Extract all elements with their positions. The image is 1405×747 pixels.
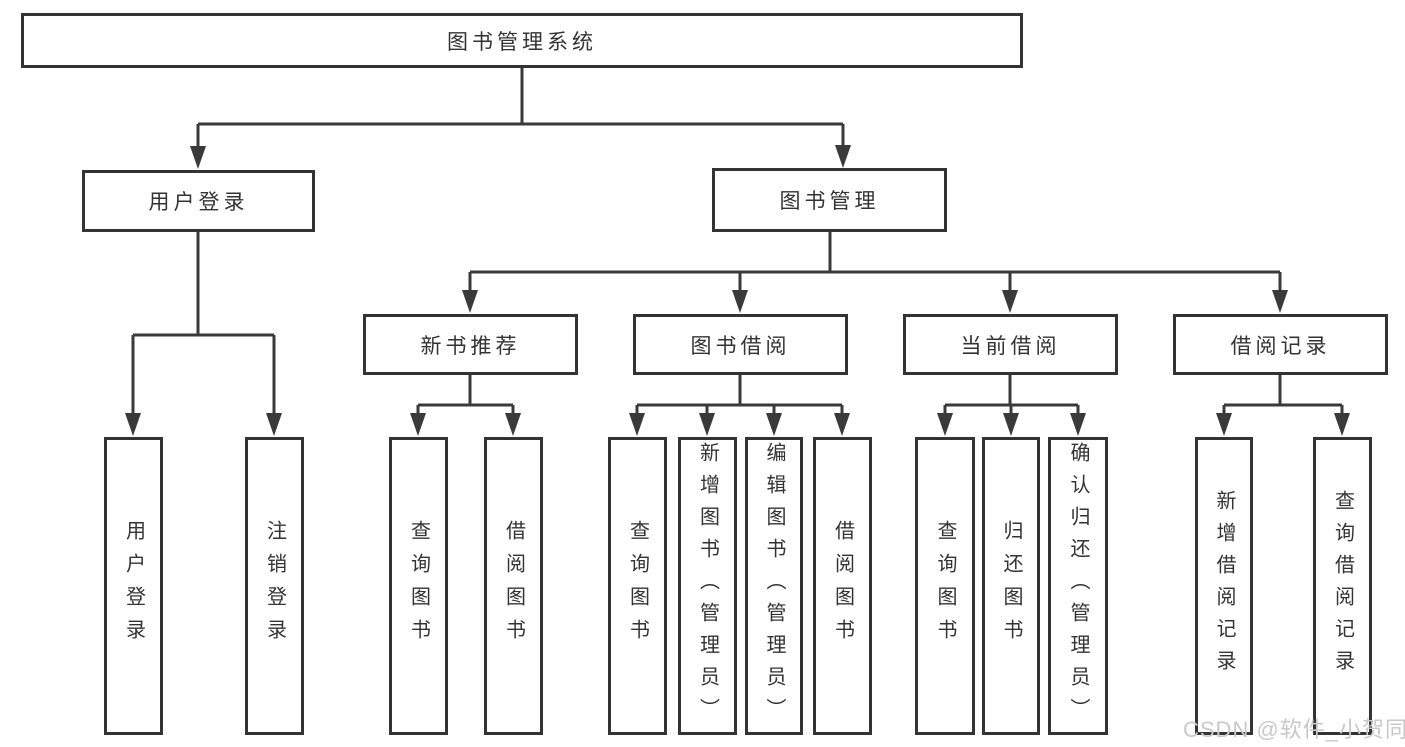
leaf-borrow-books: 借阅图书	[484, 437, 543, 735]
leaf-logout: 注销登录	[245, 437, 304, 735]
node-label: 编辑图书（管理员）	[763, 442, 785, 730]
node-label: 归还图书	[1000, 520, 1022, 652]
leaf-query-borrow-record: 查询借阅记录	[1313, 437, 1372, 735]
node-label: 查询图书	[934, 520, 956, 652]
node-label: 查询图书	[407, 520, 430, 652]
leaf-query-books: 查询图书	[389, 437, 448, 735]
node-label: 当前借阅	[960, 334, 1061, 358]
node-book-borrow: 图书借阅	[633, 314, 848, 375]
node-current-borrow: 当前借阅	[903, 314, 1118, 375]
node-label: 新增图书（管理员）	[696, 442, 719, 730]
node-label: 用户登录	[122, 520, 145, 652]
node-label: 确认归还（管理员）	[1067, 442, 1089, 730]
node-label: 图书借阅	[690, 334, 791, 358]
node-label: 图书管理	[779, 190, 880, 213]
node-new-book-recommend: 新书推荐	[363, 314, 578, 375]
leaf-return-books: 归还图书	[982, 437, 1040, 735]
node-library-system: 图书管理系统	[21, 13, 1023, 68]
csdn-watermark: CSDN @软件_小贺同学	[1183, 717, 1405, 742]
node-label: 图书管理系统	[447, 30, 597, 54]
node-label: 借阅图书	[831, 520, 854, 652]
node-label: 借阅图书	[502, 520, 525, 652]
node-label: 注销登录	[263, 520, 286, 652]
leaf-add-books-admin: 新增图书（管理员）	[678, 437, 737, 735]
node-user-login: 用户登录	[82, 170, 315, 232]
leaf-add-borrow-record: 新增借阅记录	[1195, 437, 1253, 735]
leaf-confirm-return-admin: 确认归还（管理员）	[1048, 437, 1108, 735]
leaf-user-login: 用户登录	[104, 437, 163, 735]
node-label: 查询图书	[626, 520, 649, 652]
node-borrow-records: 借阅记录	[1173, 314, 1388, 375]
node-label: 查询借阅记录	[1331, 490, 1354, 682]
node-label: 用户登录	[148, 191, 249, 214]
leaf-edit-books-admin: 编辑图书（管理员）	[745, 437, 803, 735]
leaf-query-books: 查询图书	[608, 437, 667, 735]
leaf-query-books: 查询图书	[915, 437, 975, 735]
node-book-management: 图书管理	[712, 168, 947, 232]
leaf-borrow-books: 借阅图书	[813, 437, 872, 735]
node-label: 借阅记录	[1230, 334, 1331, 358]
node-label: 新书推荐	[420, 334, 521, 358]
node-label: 新增借阅记录	[1213, 490, 1235, 682]
